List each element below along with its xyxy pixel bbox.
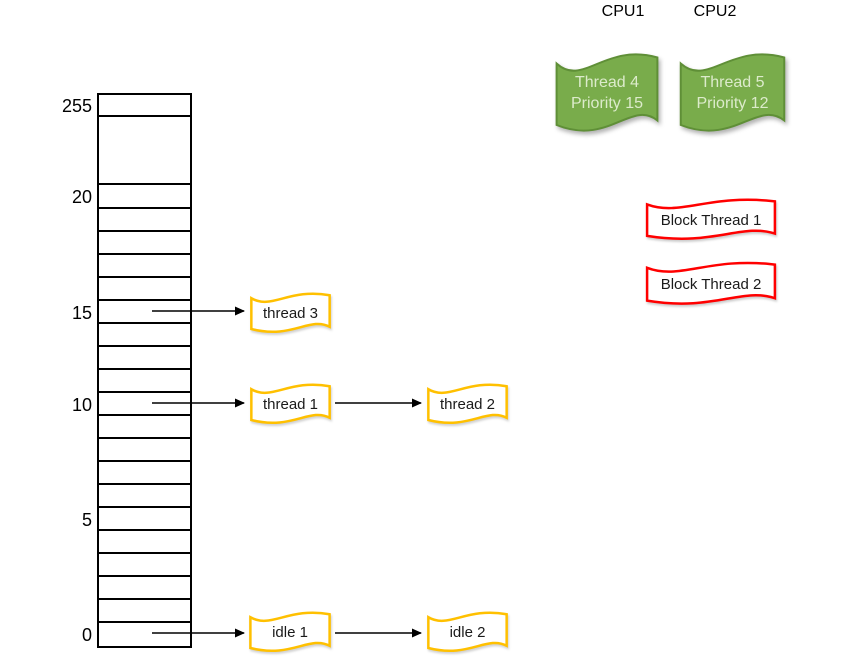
flag-running-thread4: Thread 4 Priority 15 [551,47,663,137]
wave-shape [424,609,511,654]
wave-shape [247,290,334,335]
flag-thread3: thread 3 [247,290,334,335]
priority-cell [99,531,190,554]
priority-cell [99,232,190,255]
priority-cell [99,117,190,185]
flag-blocked-thread1-text: Block Thread 1 [660,211,762,229]
wave-shape [246,609,334,654]
flag-idle2-text: idle 2 [449,624,486,641]
priority-cell [99,462,190,485]
flag-blocked-thread2: Block Thread 2 [640,259,782,307]
wave-shape [247,381,334,426]
wave-shape [424,381,511,426]
priority-cell [99,255,190,278]
flag-thread1-text: thread 1 [262,396,319,413]
priority-cell [99,554,190,577]
wave-shape [675,47,790,137]
flag-idle1: idle 1 [246,609,334,654]
flag-thread1: thread 1 [247,381,334,426]
flag-idle2: idle 2 [424,609,511,654]
priority-cell [99,416,190,439]
priority-label-0: 0 [81,624,92,645]
priority-cell [99,278,190,301]
priority-cell [99,393,190,416]
flag-running-thread5-text: Thread 5 Priority 12 [675,47,790,137]
priority-label-20: 20 [71,187,92,207]
flag-thread2: thread 2 [424,381,511,426]
wave-shape [640,259,782,307]
flag-thread2-text: thread 2 [439,396,496,413]
wave-shape [551,47,663,137]
thread-priority: Priority 12 [696,95,769,112]
flag-blocked-thread2-text: Block Thread 2 [660,275,762,293]
wave-shape [640,196,782,242]
priority-cell [99,209,190,232]
flag-idle1-text: idle 1 [272,624,308,641]
thread-name: Thread 4 [574,74,640,91]
priority-cell [99,185,190,209]
flag-blocked-thread1: Block Thread 1 [640,196,782,242]
priority-array [97,93,192,648]
priority-cell [99,623,190,646]
priority-cell [99,301,190,324]
flag-thread3-text: thread 3 [262,305,319,322]
cpu1-label: CPU1 [601,3,645,20]
priority-cell [99,347,190,370]
priority-cell [99,485,190,508]
thread-name: Thread 5 [700,74,765,91]
priority-label-15: 15 [71,302,92,323]
thread-priority: Priority 15 [570,95,644,112]
priority-cell [99,324,190,347]
priority-label-10: 10 [71,394,92,415]
priority-cell [99,439,190,462]
priority-cell [99,370,190,393]
priority-cell [99,95,190,117]
priority-cell [99,577,190,600]
priority-label-255: 255 [61,96,92,116]
flag-running-thread4-text: Thread 4 Priority 15 [551,47,663,137]
flag-running-thread5: Thread 5 Priority 12 [675,47,790,137]
priority-label-5: 5 [81,509,92,530]
priority-cell [99,600,190,623]
priority-cell [99,508,190,531]
cpu2-label: CPU2 [693,3,737,20]
